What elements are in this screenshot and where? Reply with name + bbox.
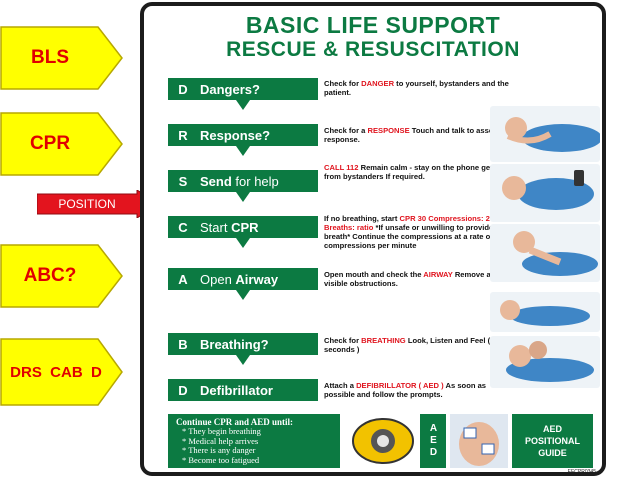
bottom-band: Continue CPR and AED until: * They begin… [168,414,593,468]
cpr-photo [490,224,600,282]
poster-title-line1: BASIC LIFE SUPPORT [245,12,501,38]
desc-text: As soon as possible and follow the promp… [324,381,487,399]
step-breathing: B Breathing? [168,333,318,369]
step-label: Send [200,173,232,189]
abc-arrow-shape [0,244,123,308]
drs-cab-d-label: DRS CAB D [0,338,124,406]
position-text: POSITION [58,197,116,211]
desc-text: to yourself, bystanders and the patient. [324,79,509,97]
step-label: Airway [235,271,279,287]
desc-text: Open mouth and check the [324,270,424,279]
abc-text: ABC? [23,265,77,286]
desc-text: Touch and talk to assess response. [324,126,502,144]
desc-text: Attach a [324,381,357,390]
aed-vertical-text: AED [428,423,439,459]
step-label: Defibrillator [200,382,273,398]
step-letter: D [178,81,188,97]
position-arrow: POSITION [36,189,160,219]
desc-text: Check for [324,336,362,345]
desc-text: Remain calm - stay on the phone get help… [324,163,511,181]
desc-breathing: Check for BREATHING Look, Listen and Fee… [324,336,514,354]
step-label: Dangers? [200,81,260,97]
step-response: R Response? [168,124,318,160]
abc-label: ABC? [0,244,124,308]
desc-text: Check for a [324,126,368,135]
aed-vertical-label: AED [420,414,446,468]
continue-item: * They begin breathing [182,426,261,436]
step-defibrillator: D Defibrillator [168,379,318,415]
send-help-photo [490,164,600,222]
step-start-cpr: C Start CPR [168,216,318,252]
guide-line1: AED [542,424,562,434]
step-letter: D [178,382,188,398]
breathing-photo [490,336,600,388]
continue-item: * Medical help arrives [182,435,259,446]
cpr-label: CPR [0,112,124,176]
highlight-text: RESPONSE [367,126,410,135]
step-letter: R [178,127,188,143]
cpr-arrow-shape [0,112,123,176]
highlight-text: CPR 30 Compressions: 2 Breaths: ratio [324,214,490,232]
desc-text: Check for [324,79,362,88]
continue-box: Continue CPR and AED until: * They begin… [168,414,340,468]
step-letter: B [178,336,188,352]
step-send-for-help: S Send for help [168,170,318,206]
continue-item: * Become too fatigued [182,454,260,465]
desc-defib: Attach a DEFIBRILLATOR ( AED ) As soon a… [324,381,514,399]
step-open-airway: A Open Airway [168,268,318,304]
aed-device-icon [348,414,418,468]
highlight-text: AIRWAY [423,270,453,279]
step-label-prefix: Open [200,271,236,287]
highlight-text: DEFIBRILLATOR ( AED ) [356,381,444,390]
cpr-text: CPR [29,133,71,154]
step-label: CPR [231,219,259,235]
highlight-text: DANGER [361,79,395,88]
step-letter: C [178,219,188,235]
step-letter: S [178,173,188,189]
bls-arrow-shape [0,26,123,90]
desc-text: Remove any visible obstructions. [324,270,500,288]
aed-guide-box: AED POSITIONAL GUIDE [512,414,593,468]
desc-cpr: If no breathing, start CPR 30 Compressio… [324,214,514,250]
drs-arrow-shape [0,338,123,406]
step-label-suffix: for help [231,173,279,189]
continue-title: Continue CPR and AED until: [176,417,294,427]
step-dangers: D Dangers? [168,78,318,114]
airway-photo [490,292,600,332]
desc-dangers: Check for DANGER to yourself, bystanders… [324,79,514,97]
guide-line3: GUIDE [538,448,567,458]
continue-item: * There is any danger [182,445,256,455]
bls-text: BLS [31,47,69,68]
desc-response: Check for a RESPONSE Touch and talk to a… [324,126,514,144]
poster-code: EECPR0345 [567,469,596,475]
desc-send: CALL 112 Remain calm - stay on the phone… [324,163,514,181]
guide-line2: POSITIONAL [524,436,580,446]
bls-poster: BASIC LIFE SUPPORT RESCUE & RESUSCITATIO… [140,2,606,476]
highlight-text: CALL 112 [324,163,359,172]
desc-text: *If unsafe or unwilling to provide breat… [324,223,508,250]
aed-pad-placement-icon [450,414,508,468]
bls-label: BLS [0,26,124,90]
desc-airway: Open mouth and check the AIRWAY Remove a… [324,270,514,288]
step-label-prefix: Start [200,219,232,235]
highlight-text: BREATHING [361,336,406,345]
desc-text: If no breathing, start [324,214,400,223]
desc-text: Look, Listen and Feel ( 10 seconds ) [324,336,501,354]
step-label: Breathing? [200,336,269,352]
response-photo [490,106,600,162]
poster-title-line2: RESCUE & RESUSCITATION [226,38,520,61]
drs-text: DRS CAB D [10,363,102,381]
step-label: Response? [200,127,271,143]
step-letter: A [178,271,188,287]
